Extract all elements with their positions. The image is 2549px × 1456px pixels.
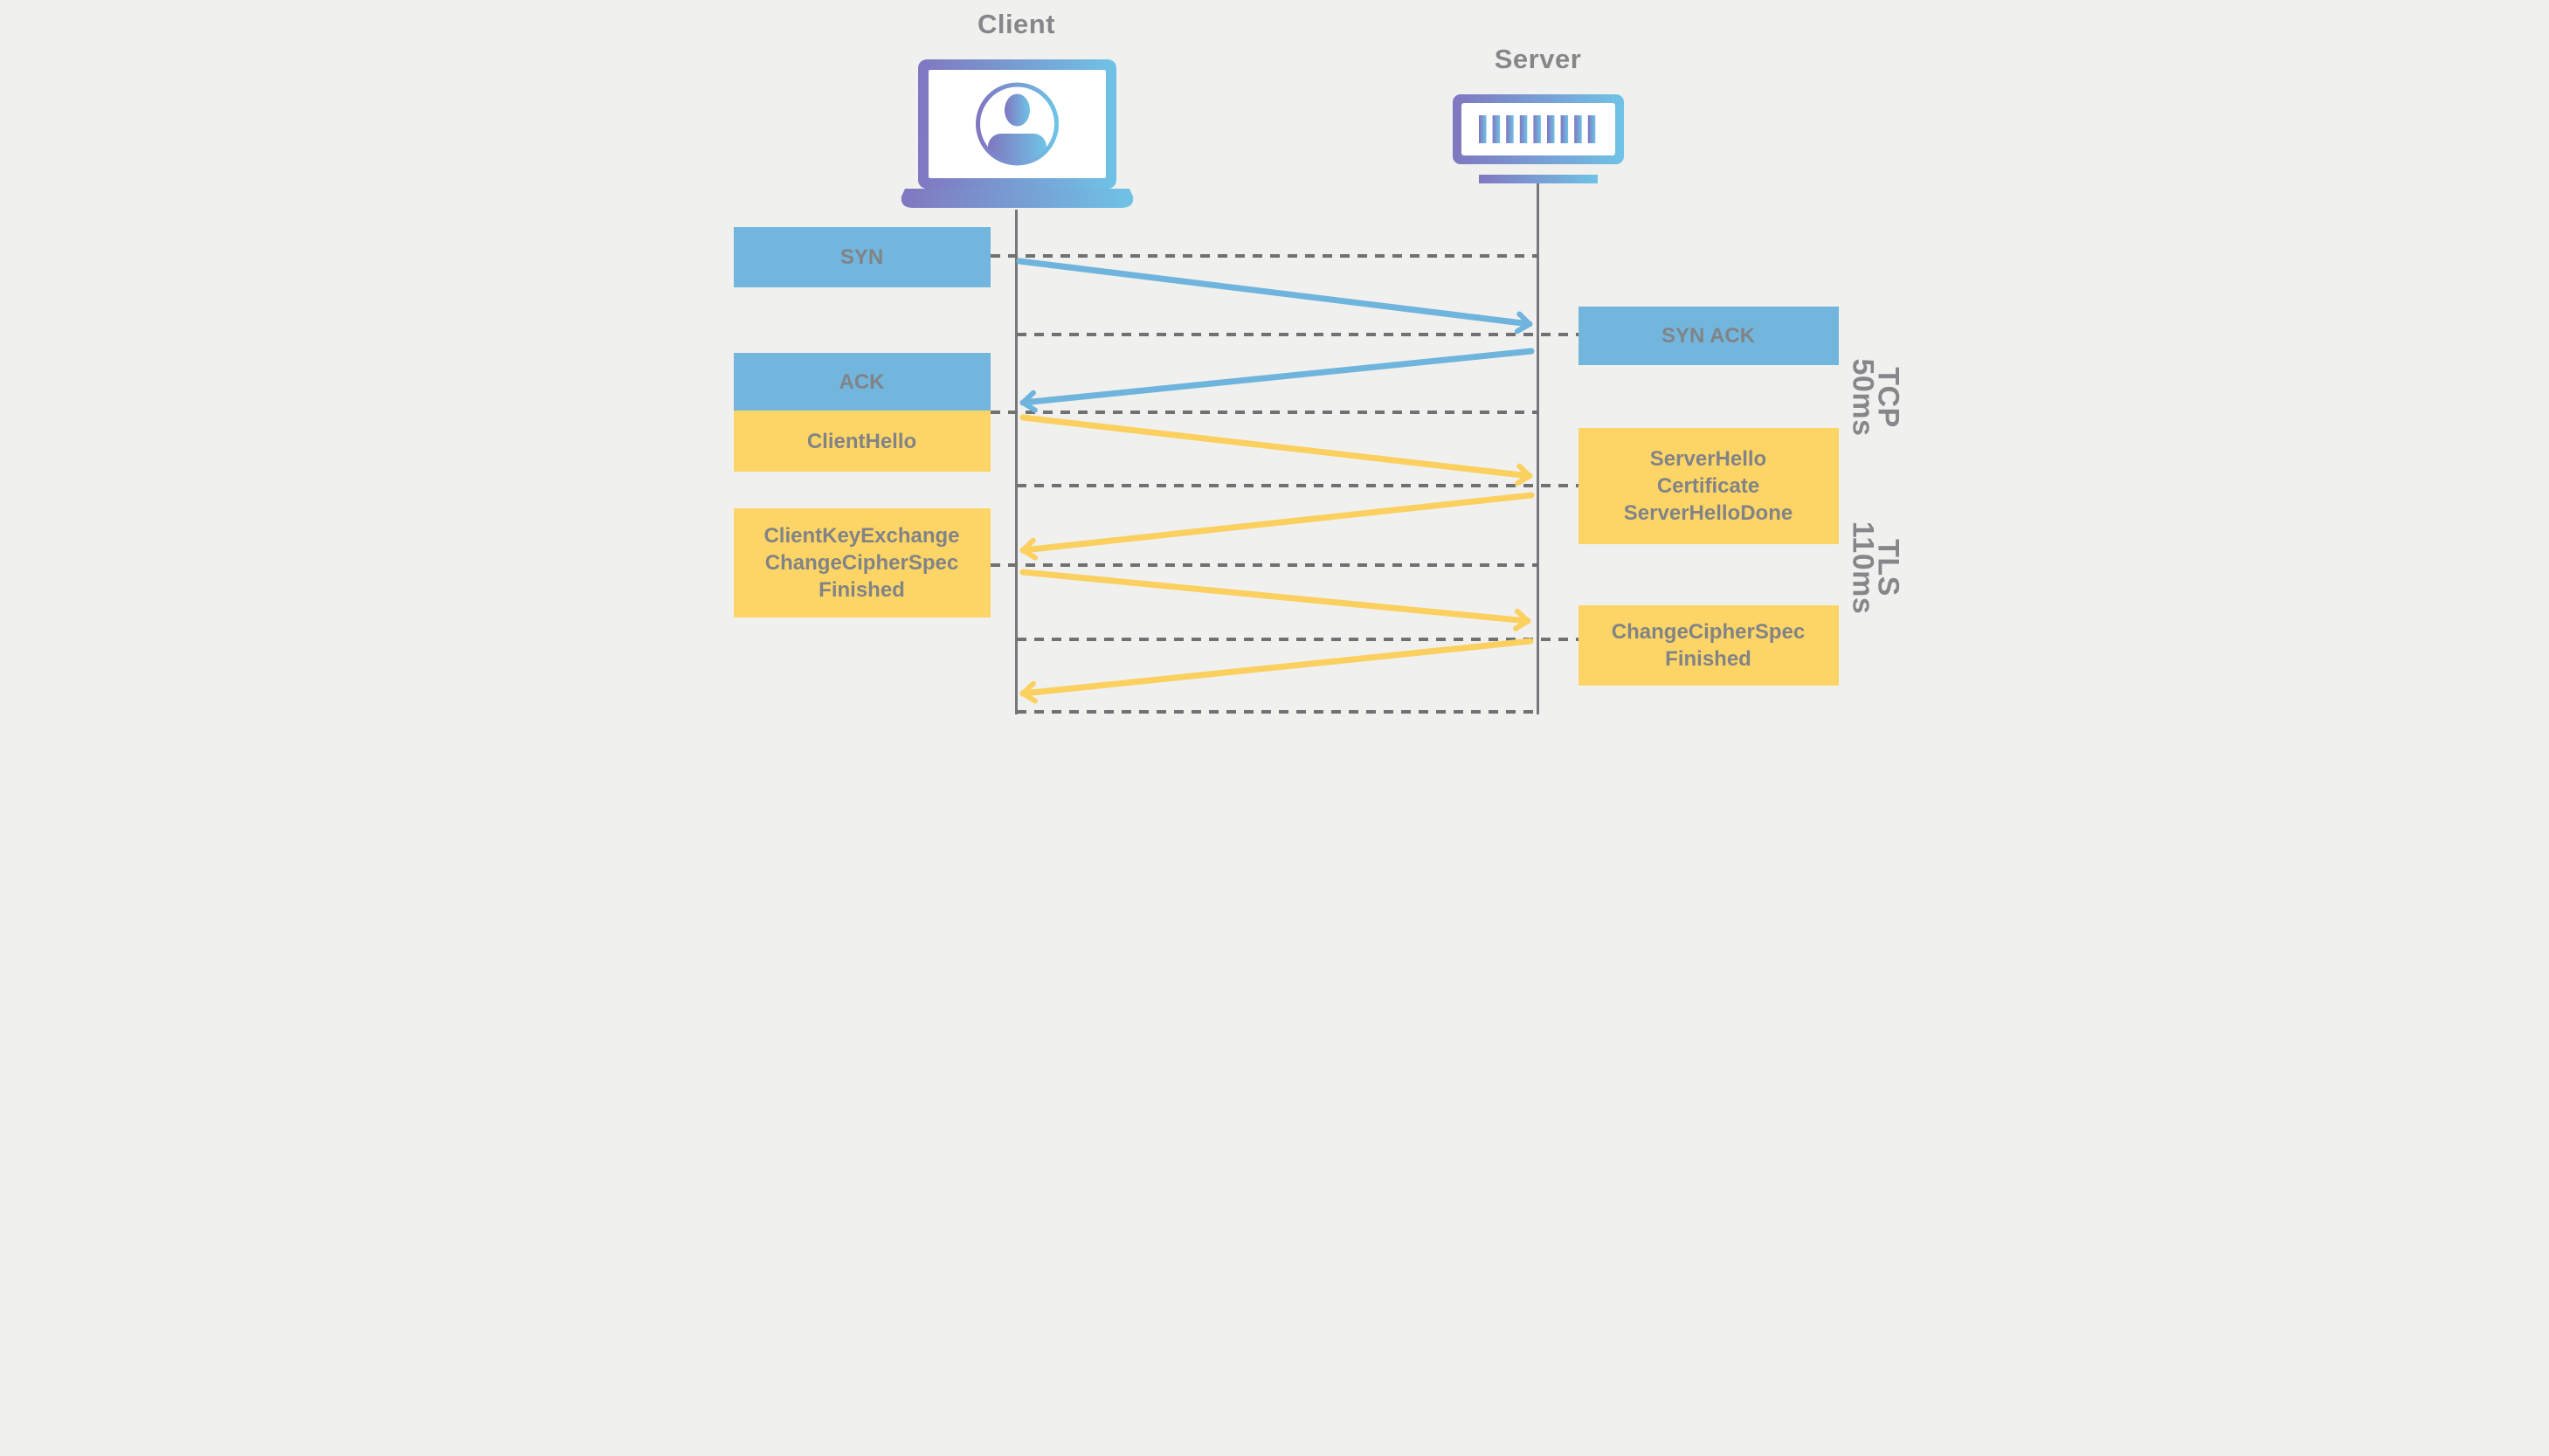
tls-handshake-diagram: Client Server [637, 0, 1912, 728]
dashline-change-cipher-spec [1016, 638, 1578, 641]
message-line: ClientHello [806, 429, 917, 453]
dashline-client-key-exchange [990, 563, 1538, 567]
message-box-server-hello: ServerHello Certificate ServerHelloDone [1578, 428, 1839, 544]
dashline-syn [990, 254, 1538, 258]
message-line: SYN ACK [1661, 324, 1756, 348]
dashline-syn-ack [1016, 333, 1578, 336]
message-line: Finished [1665, 647, 1751, 671]
message-box-syn-ack: SYN ACK [1578, 307, 1839, 365]
message-line: Finished [819, 578, 905, 602]
phase-label-tcp: TCP 50ms [1814, 336, 1912, 459]
laptop-user-icon [901, 59, 1133, 208]
dashline-end [1016, 710, 1538, 714]
arrow-syn-ack [1019, 348, 1534, 413]
arrow-client-hello [1019, 414, 1532, 486]
message-line: ClientKeyExchange [763, 524, 960, 548]
message-box-syn: SYN [733, 227, 991, 287]
message-line: Certificate [1656, 474, 1760, 498]
server-base-bar [1478, 175, 1598, 183]
server-lifeline [1537, 183, 1539, 714]
dashline-client-hello [990, 411, 1538, 414]
message-line: SYN [839, 245, 884, 269]
laptop-base [901, 189, 1133, 208]
user-avatar-icon [975, 82, 1059, 166]
dashline-server-hello [1016, 484, 1578, 487]
message-box-client-hello: ClientHello [733, 411, 991, 472]
server-title: Server [1494, 44, 1582, 74]
phase-duration: 50ms [1846, 358, 1880, 437]
server-vents [1478, 115, 1595, 143]
phase-duration: 110ms [1846, 521, 1880, 615]
phase-label-tls: TLS 110ms [1814, 507, 1912, 629]
message-line: ChangeCipherSpec [1611, 620, 1806, 644]
arrow-server-hello [1019, 492, 1534, 561]
arrow-client-key-exchange [1019, 569, 1530, 631]
server-rack-icon [1452, 94, 1624, 183]
message-line: ChangeCipherSpec [764, 551, 959, 575]
message-line: ACK [839, 369, 885, 394]
message-line: ServerHello [1649, 447, 1767, 471]
message-box-change-cipher-spec: ChangeCipherSpec Finished [1578, 605, 1839, 686]
message-box-client-key-exchange: ClientKeyExchange ChangeCipherSpec Finis… [733, 508, 991, 618]
arrow-change-cipher-spec [1019, 638, 1533, 704]
message-box-ack: ACK [733, 353, 991, 411]
client-lifeline [1015, 210, 1018, 714]
message-line: ServerHelloDone [1623, 501, 1793, 525]
client-title: Client [977, 9, 1056, 39]
arrow-syn [1016, 258, 1532, 335]
